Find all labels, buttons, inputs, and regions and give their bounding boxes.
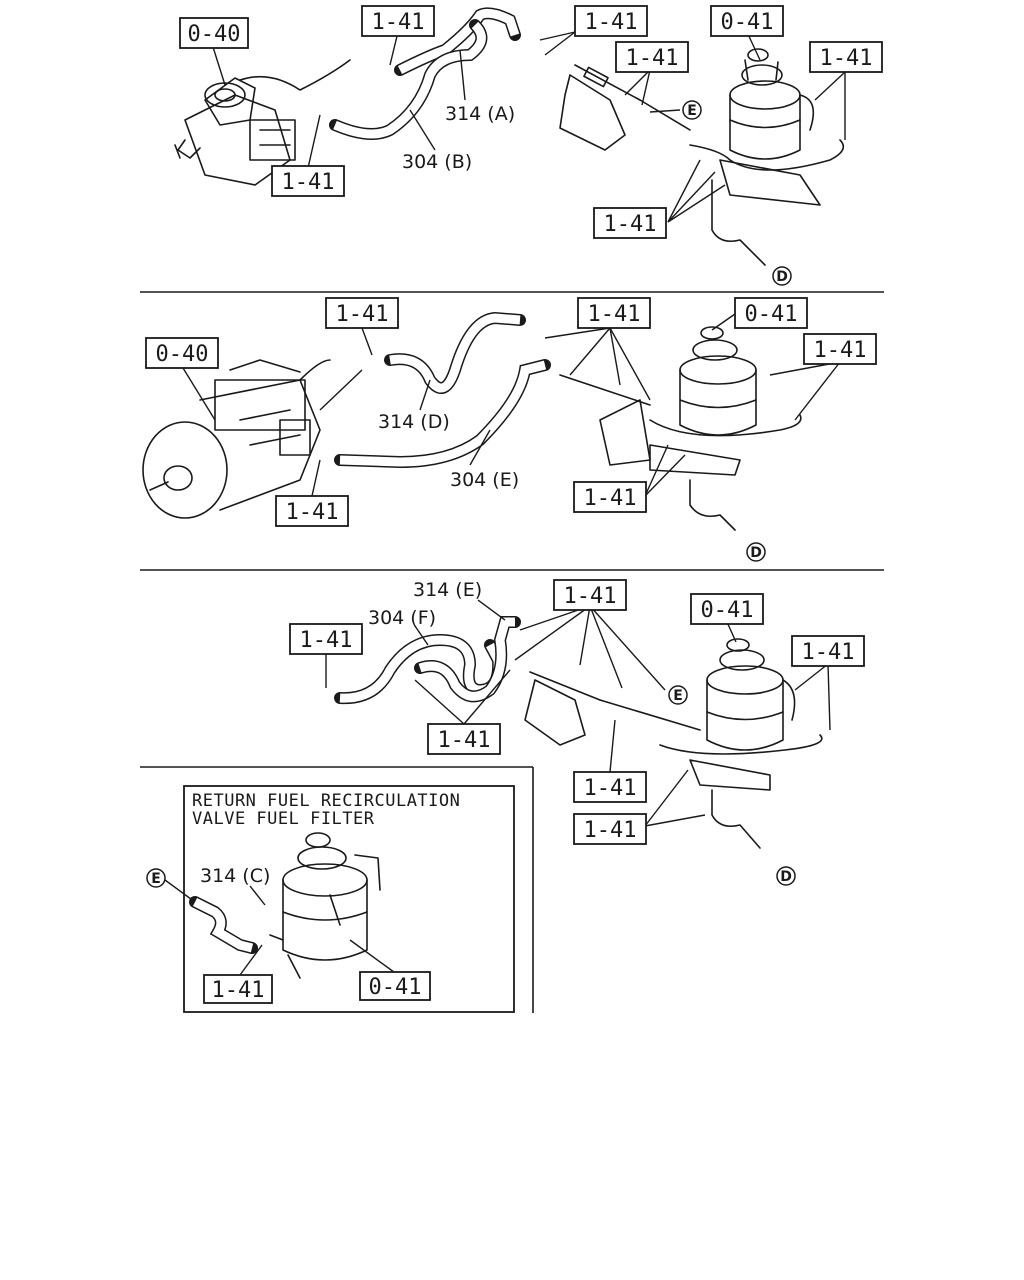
svg-text:1-41: 1-41 [820,46,873,71]
svg-text:E: E [687,103,697,119]
callout-p2-top-right: 1-41 [577,297,651,329]
panel-3: 1-41 1-41 0-41 1-41 1-41 1-41 1-41 314 (… [289,579,865,886]
svg-text:1-41: 1-41 [212,978,265,1003]
svg-text:1-41: 1-41 [438,728,491,753]
inset-title-line1: RETURN FUEL RECIRCULATION [192,791,460,811]
ref-p2-hose-e: 304 (E) [450,469,519,491]
svg-text:D: D [750,545,762,561]
callout-p1-filter: 0-41 [710,5,784,37]
svg-text:1-41: 1-41 [336,302,389,327]
svg-text:0-41: 0-41 [369,975,422,1000]
callout-p1-top-right: 1-41 [574,5,648,37]
inset-title-line2: VALVE FUEL FILTER [192,809,375,829]
hose-314d [384,311,526,394]
svg-text:D: D [780,869,792,885]
hose-314c [189,896,258,954]
marker-p3-d: D [776,866,796,886]
mounting-bracket [559,64,691,151]
injection-pump [174,59,351,186]
callout-inset-clip: 1-41 [203,974,273,1004]
panel-2-leaders [182,313,841,497]
svg-text:1-41: 1-41 [372,10,425,35]
callout-p2-top-mid: 1-41 [325,297,399,329]
callout-p2-right: 1-41 [803,333,877,365]
callout-p1-right: 1-41 [809,41,883,73]
callout-p3-low2: 1-41 [573,813,647,845]
fuel-filter [559,326,802,531]
inset-leaders [164,879,399,976]
callout-p2-bottom-left: 1-41 [275,495,349,527]
svg-text:1-41: 1-41 [584,486,637,511]
callout-p1-bottom-right: 1-41 [593,207,667,239]
hose-314e [414,616,521,703]
svg-text:1-41: 1-41 [585,10,638,35]
marker-p2-d: D [746,542,766,562]
callout-p3-low1: 1-41 [573,771,647,803]
callout-p3-right: 1-41 [791,635,865,667]
callout-p1-top-mid: 1-41 [361,5,435,37]
marker-p3-e: E [668,685,688,705]
hose-304b [329,19,488,140]
svg-text:1-41: 1-41 [286,500,339,525]
marker-inset-e: E [146,868,166,888]
svg-text:1-41: 1-41 [588,302,641,327]
svg-text:1-41: 1-41 [584,818,637,843]
svg-text:1-41: 1-41 [626,46,679,71]
callout-p3-top: 1-41 [553,579,627,611]
hose-314a [394,7,521,76]
callout-inset-filter: 0-41 [359,971,431,1001]
svg-text:E: E [673,688,683,704]
svg-text:1-41: 1-41 [282,170,335,195]
callout-p3-left: 1-41 [289,623,363,655]
ref-p1-hose-b: 304 (B) [402,151,472,173]
callout-p2-filter: 0-41 [734,297,808,329]
panel-1: 0-40 1-41 1-41 0-41 1-41 1-41 1-41 1-41 [174,5,883,286]
ref-p1-hose-a: 314 (A) [445,103,515,125]
svg-text:0-41: 0-41 [745,302,798,327]
svg-text:0-40: 0-40 [156,342,209,367]
injection-pump [142,359,331,519]
marker-p1-e: E [682,100,702,120]
callout-p1-bottom-left: 1-41 [271,165,345,197]
svg-text:1-41: 1-41 [300,628,353,653]
ref-p2-hose-d: 314 (D) [378,411,450,433]
callout-p3-mid: 1-41 [427,723,501,755]
svg-text:1-41: 1-41 [814,338,867,363]
panel-2: 0-40 1-41 1-41 0-41 1-41 1-41 1-41 314 (… [142,297,877,562]
callout-p3-filter: 0-41 [690,593,764,625]
ref-p3-hose-f: 304 (F) [368,607,436,629]
svg-text:D: D [776,269,788,285]
svg-text:0-40: 0-40 [188,22,241,47]
svg-text:1-41: 1-41 [802,640,855,665]
callout-p2-pump: 0-40 [145,337,219,369]
svg-text:1-41: 1-41 [584,776,637,801]
callout-p2-bottom-right: 1-41 [573,481,647,513]
fuel-filter [269,832,381,979]
svg-text:1-41: 1-41 [564,584,617,609]
svg-text:0-41: 0-41 [721,10,774,35]
marker-p1-d: D [772,266,792,286]
panel-1-leaders [212,31,846,223]
svg-text:0-41: 0-41 [701,598,754,623]
hose-304e [334,359,551,469]
mounting-bracket [524,671,701,746]
ref-inset-hose-c: 314 (C) [200,865,270,887]
callout-p1-pump: 0-40 [179,17,249,49]
inset-panel: RETURN FUEL RECIRCULATION VALVE FUEL FIL… [146,785,515,1013]
svg-text:E: E [151,871,161,887]
ref-p3-hose-e: 314 (E) [413,579,482,601]
callout-p1-bracket: 1-41 [615,41,689,73]
fuel-filter [659,638,823,849]
svg-text:1-41: 1-41 [604,212,657,237]
fuel-filter [689,48,845,266]
